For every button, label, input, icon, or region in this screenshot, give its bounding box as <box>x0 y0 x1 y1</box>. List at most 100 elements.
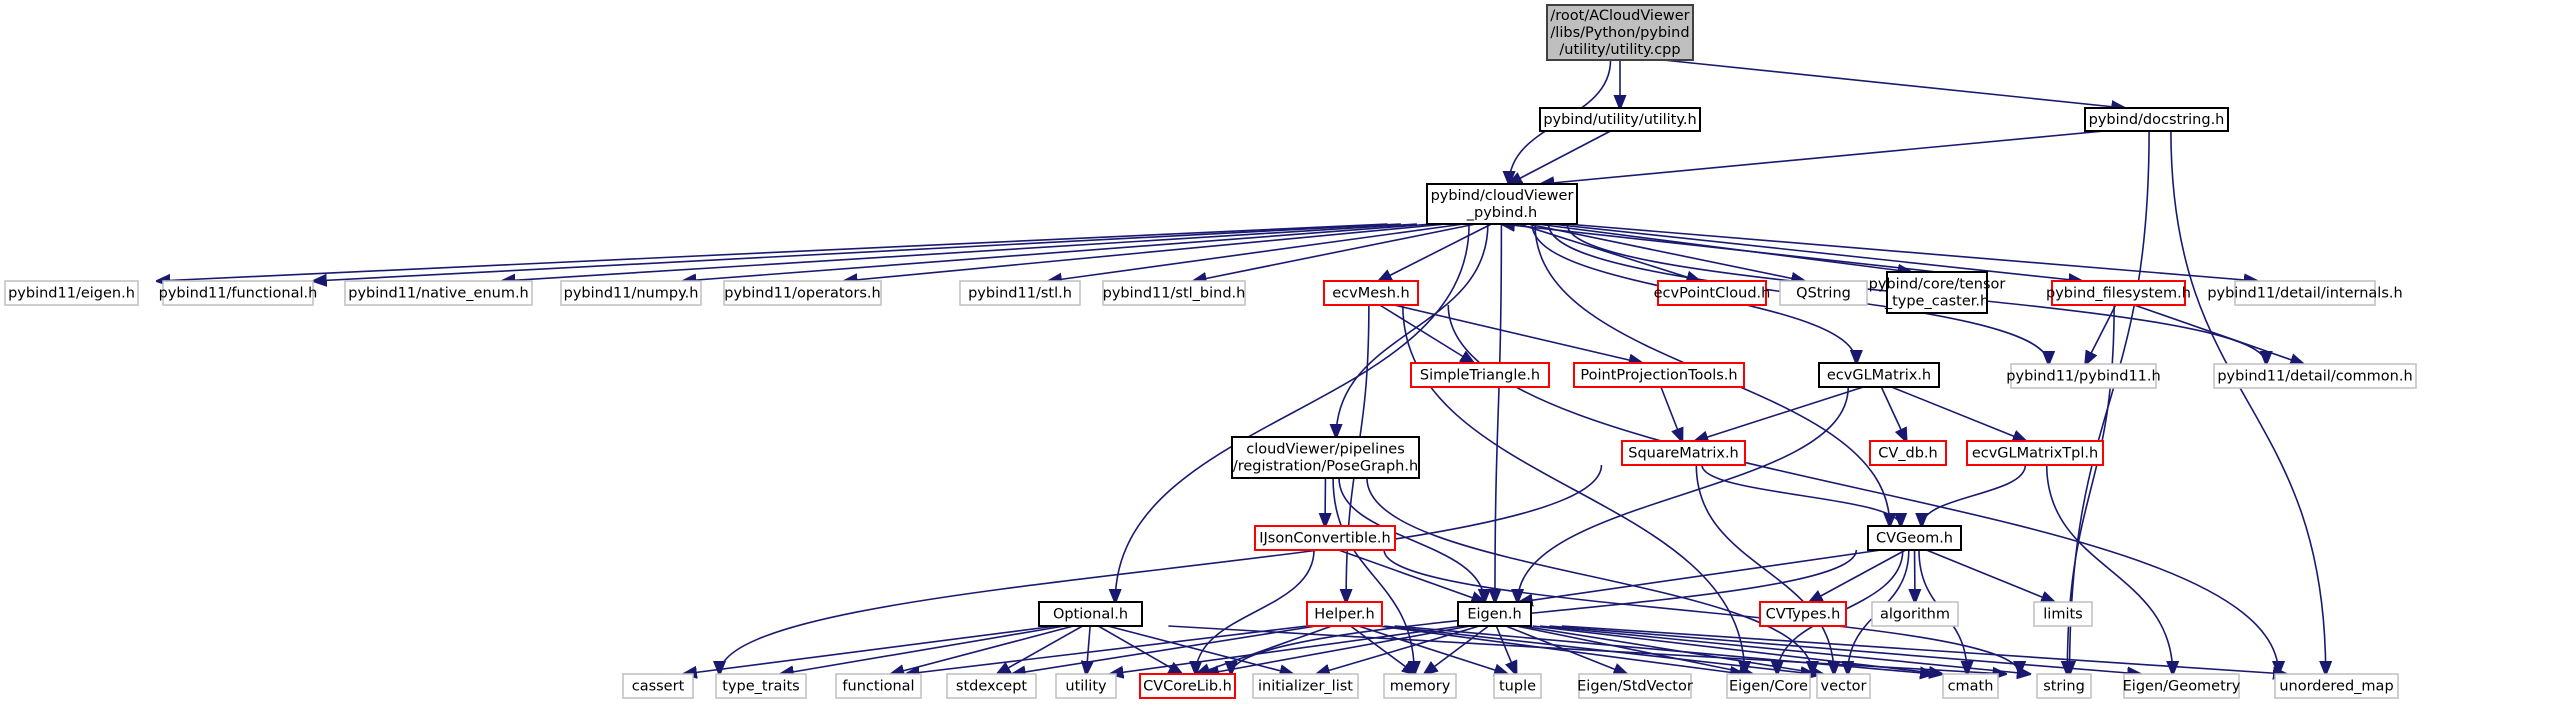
edge-cvpybind-to-p11stlbind <box>1194 223 1476 281</box>
node-box <box>1869 440 1947 466</box>
node-EigenGeometry[interactable]: Eigen/Geometry <box>2123 673 2241 699</box>
node-utility[interactable]: utility <box>1055 673 1117 699</box>
edge-Optional-to-initializer_list <box>1107 625 1293 674</box>
node-CVGeom[interactable]: CVGeom.h <box>1867 525 1962 551</box>
node-EigenStdVector[interactable]: Eigen/StdVector <box>1577 673 1693 699</box>
node-box <box>2084 107 2229 132</box>
node-IJson[interactable]: IJsonConvertible.h <box>1254 525 1396 551</box>
node-box <box>1231 436 1420 479</box>
node-ecvGLMatrix[interactable]: ecvGLMatrix.h <box>1818 362 1940 388</box>
node-p11operators[interactable]: pybind11/operators.h <box>723 280 882 306</box>
node-Optional[interactable]: Optional.h <box>1038 601 1143 627</box>
node-label: pybind/core/tensor <box>1869 277 2006 293</box>
node-docstring[interactable]: pybind/docstring.h <box>2084 107 2229 132</box>
node-p11stlbind[interactable]: pybind11/stl_bind.h <box>1102 280 1246 306</box>
node-internals[interactable]: pybind11/detail/internals.h <box>2207 280 2403 306</box>
node-box <box>1493 673 1542 699</box>
edge-ecvMesh-to-EigenCore <box>1402 304 1745 674</box>
node-label: string <box>2043 679 2085 695</box>
node-pyfs[interactable]: pybind_filesystem.h <box>2046 280 2191 306</box>
node-box <box>715 673 807 699</box>
node-limits[interactable]: limits <box>2033 601 2093 627</box>
node-box <box>1546 4 1694 61</box>
edge-pyfs-to-p11pybind11 <box>2086 304 2117 364</box>
node-box <box>1871 601 1959 627</box>
node-EigenH[interactable]: Eigen.h <box>1457 601 1532 627</box>
node-label: pybind11/detail/internals.h <box>2207 286 2402 302</box>
node-label: ecvPointCloud.h <box>1654 286 1771 302</box>
node-algorithm[interactable]: algorithm <box>1871 601 1959 627</box>
edge-EigenH-to-EigenCore <box>1516 625 1752 674</box>
node-box <box>1966 440 2104 466</box>
node-label: CV_db.h <box>1878 446 1938 462</box>
node-unordered_map[interactable]: unordered_map <box>2274 673 2399 699</box>
node-EigenCore[interactable]: Eigen/Core <box>1726 673 1811 699</box>
edge-PPT-to-SquareMatrix <box>1660 386 1682 441</box>
node-cvpybind[interactable]: pybind/cloudViewer_pybind.h <box>1426 183 1578 225</box>
edge-Helper-to-stdexcept <box>1013 625 1317 674</box>
node-box <box>2123 673 2240 699</box>
edge-IJson-to-CVCoreLib <box>1196 549 1315 674</box>
node-string[interactable]: string <box>2036 673 2092 699</box>
edge-docstring-to-string <box>2070 130 2150 674</box>
node-tuple[interactable]: tuple <box>1493 673 1542 699</box>
node-SimpleTriangle[interactable]: SimpleTriangle.h <box>1410 362 1550 388</box>
node-stdexcept[interactable]: stdexcept <box>946 673 1037 699</box>
edge-CVGeom-to-EigenH <box>1520 549 1882 602</box>
node-CVCoreLib[interactable]: CVCoreLib.h <box>1139 673 1236 699</box>
node-p11stl[interactable]: pybind11/stl.h <box>959 280 1081 306</box>
node-common[interactable]: pybind11/detail/common.h <box>2213 363 2417 389</box>
edge-ecvGLMatrix-to-ecvGLMatrixTpl <box>1891 386 2025 441</box>
node-PPT[interactable]: PointProjectionTools.h <box>1573 362 1745 388</box>
node-root[interactable]: /root/ACloudViewer/libs/Python/pybind/ut… <box>1546 4 1694 61</box>
node-type_traits[interactable]: type_traits <box>715 673 807 699</box>
node-PoseGraph[interactable]: cloudViewer/pipelines/registration/PoseG… <box>1231 436 1420 479</box>
node-p11functional[interactable]: pybind11/functional.h <box>159 280 318 306</box>
edge-Helper-to-functional <box>906 625 1308 674</box>
node-box <box>1886 271 1988 314</box>
node-label: /utility/utility.cpp <box>1559 42 1680 58</box>
node-label: ecvGLMatrixTpl.h <box>1972 446 2098 462</box>
edge-EigenH-to-string <box>1539 625 2030 674</box>
edge-EigenH-to-CVCoreLib <box>1206 625 1471 674</box>
node-p11pybind11[interactable]: pybind11/pybind11.h <box>2006 363 2161 389</box>
node-CVTypes[interactable]: CVTypes.h <box>1759 601 1847 627</box>
edge-ecvMesh-to-PPT <box>1393 304 1642 363</box>
node-label: pybind/cloudViewer <box>1431 188 1574 204</box>
node-SquareMatrix[interactable]: SquareMatrix.h <box>1621 440 1746 466</box>
node-vector[interactable]: vector <box>1816 673 1871 699</box>
node-label: vector <box>1821 679 1867 695</box>
node-CVdb[interactable]: CV_db.h <box>1869 440 1947 466</box>
node-initializer_list[interactable]: initializer_list <box>1252 673 1359 699</box>
edge-cvpybind-to-EigenH <box>1495 223 1503 602</box>
node-functional[interactable]: functional <box>835 673 922 699</box>
node-QString[interactable]: QString <box>1779 280 1868 306</box>
node-cassert[interactable]: cassert <box>622 673 694 699</box>
node-tensorcaster[interactable]: pybind/core/tensor_type_caster.h <box>1869 271 2006 314</box>
node-label: Eigen/Geometry <box>2123 679 2241 695</box>
node-p11eigen[interactable]: pybind11/eigen.h <box>4 280 139 306</box>
edge-ecvMesh-to-SimpleTriangle <box>1379 304 1474 363</box>
node-label: pybind11/pybind11.h <box>2006 369 2160 385</box>
edge-utility_h-to-cvpybind <box>1509 130 1611 184</box>
edge-cvpybind-to-p11numpy <box>683 223 1433 281</box>
node-ecvMesh[interactable]: ecvMesh.h <box>1323 280 1419 306</box>
node-label: SquareMatrix.h <box>1628 446 1739 462</box>
edge-IJson-to-string <box>1383 549 2020 674</box>
node-utility_h[interactable]: pybind/utility/utility.h <box>1539 107 1701 132</box>
edge-PoseGraph-to-EigenH <box>1338 477 1484 602</box>
node-label: IJsonConvertible.h <box>1259 531 1390 547</box>
node-box <box>1726 673 1811 699</box>
node-cmath[interactable]: cmath <box>1942 673 1999 699</box>
node-Helper[interactable]: Helper.h <box>1306 601 1383 627</box>
edge-PoseGraph-to-memory <box>1332 477 1414 674</box>
node-p11native[interactable]: pybind11/native_enum.h <box>344 280 533 306</box>
node-p11numpy[interactable]: pybind11/numpy.h <box>560 280 702 306</box>
node-label: Eigen.h <box>1467 607 1521 623</box>
node-ecvGLMatrixTpl[interactable]: ecvGLMatrixTpl.h <box>1966 440 2104 466</box>
node-memory[interactable]: memory <box>1383 673 1457 699</box>
edge-Optional-to-type_traits <box>781 625 1065 674</box>
node-label: pybind11/detail/common.h <box>2217 369 2412 385</box>
node-ecvPointCloud[interactable]: ecvPointCloud.h <box>1654 280 1771 306</box>
edge-docstring-to-unordered_map <box>2170 130 2326 674</box>
